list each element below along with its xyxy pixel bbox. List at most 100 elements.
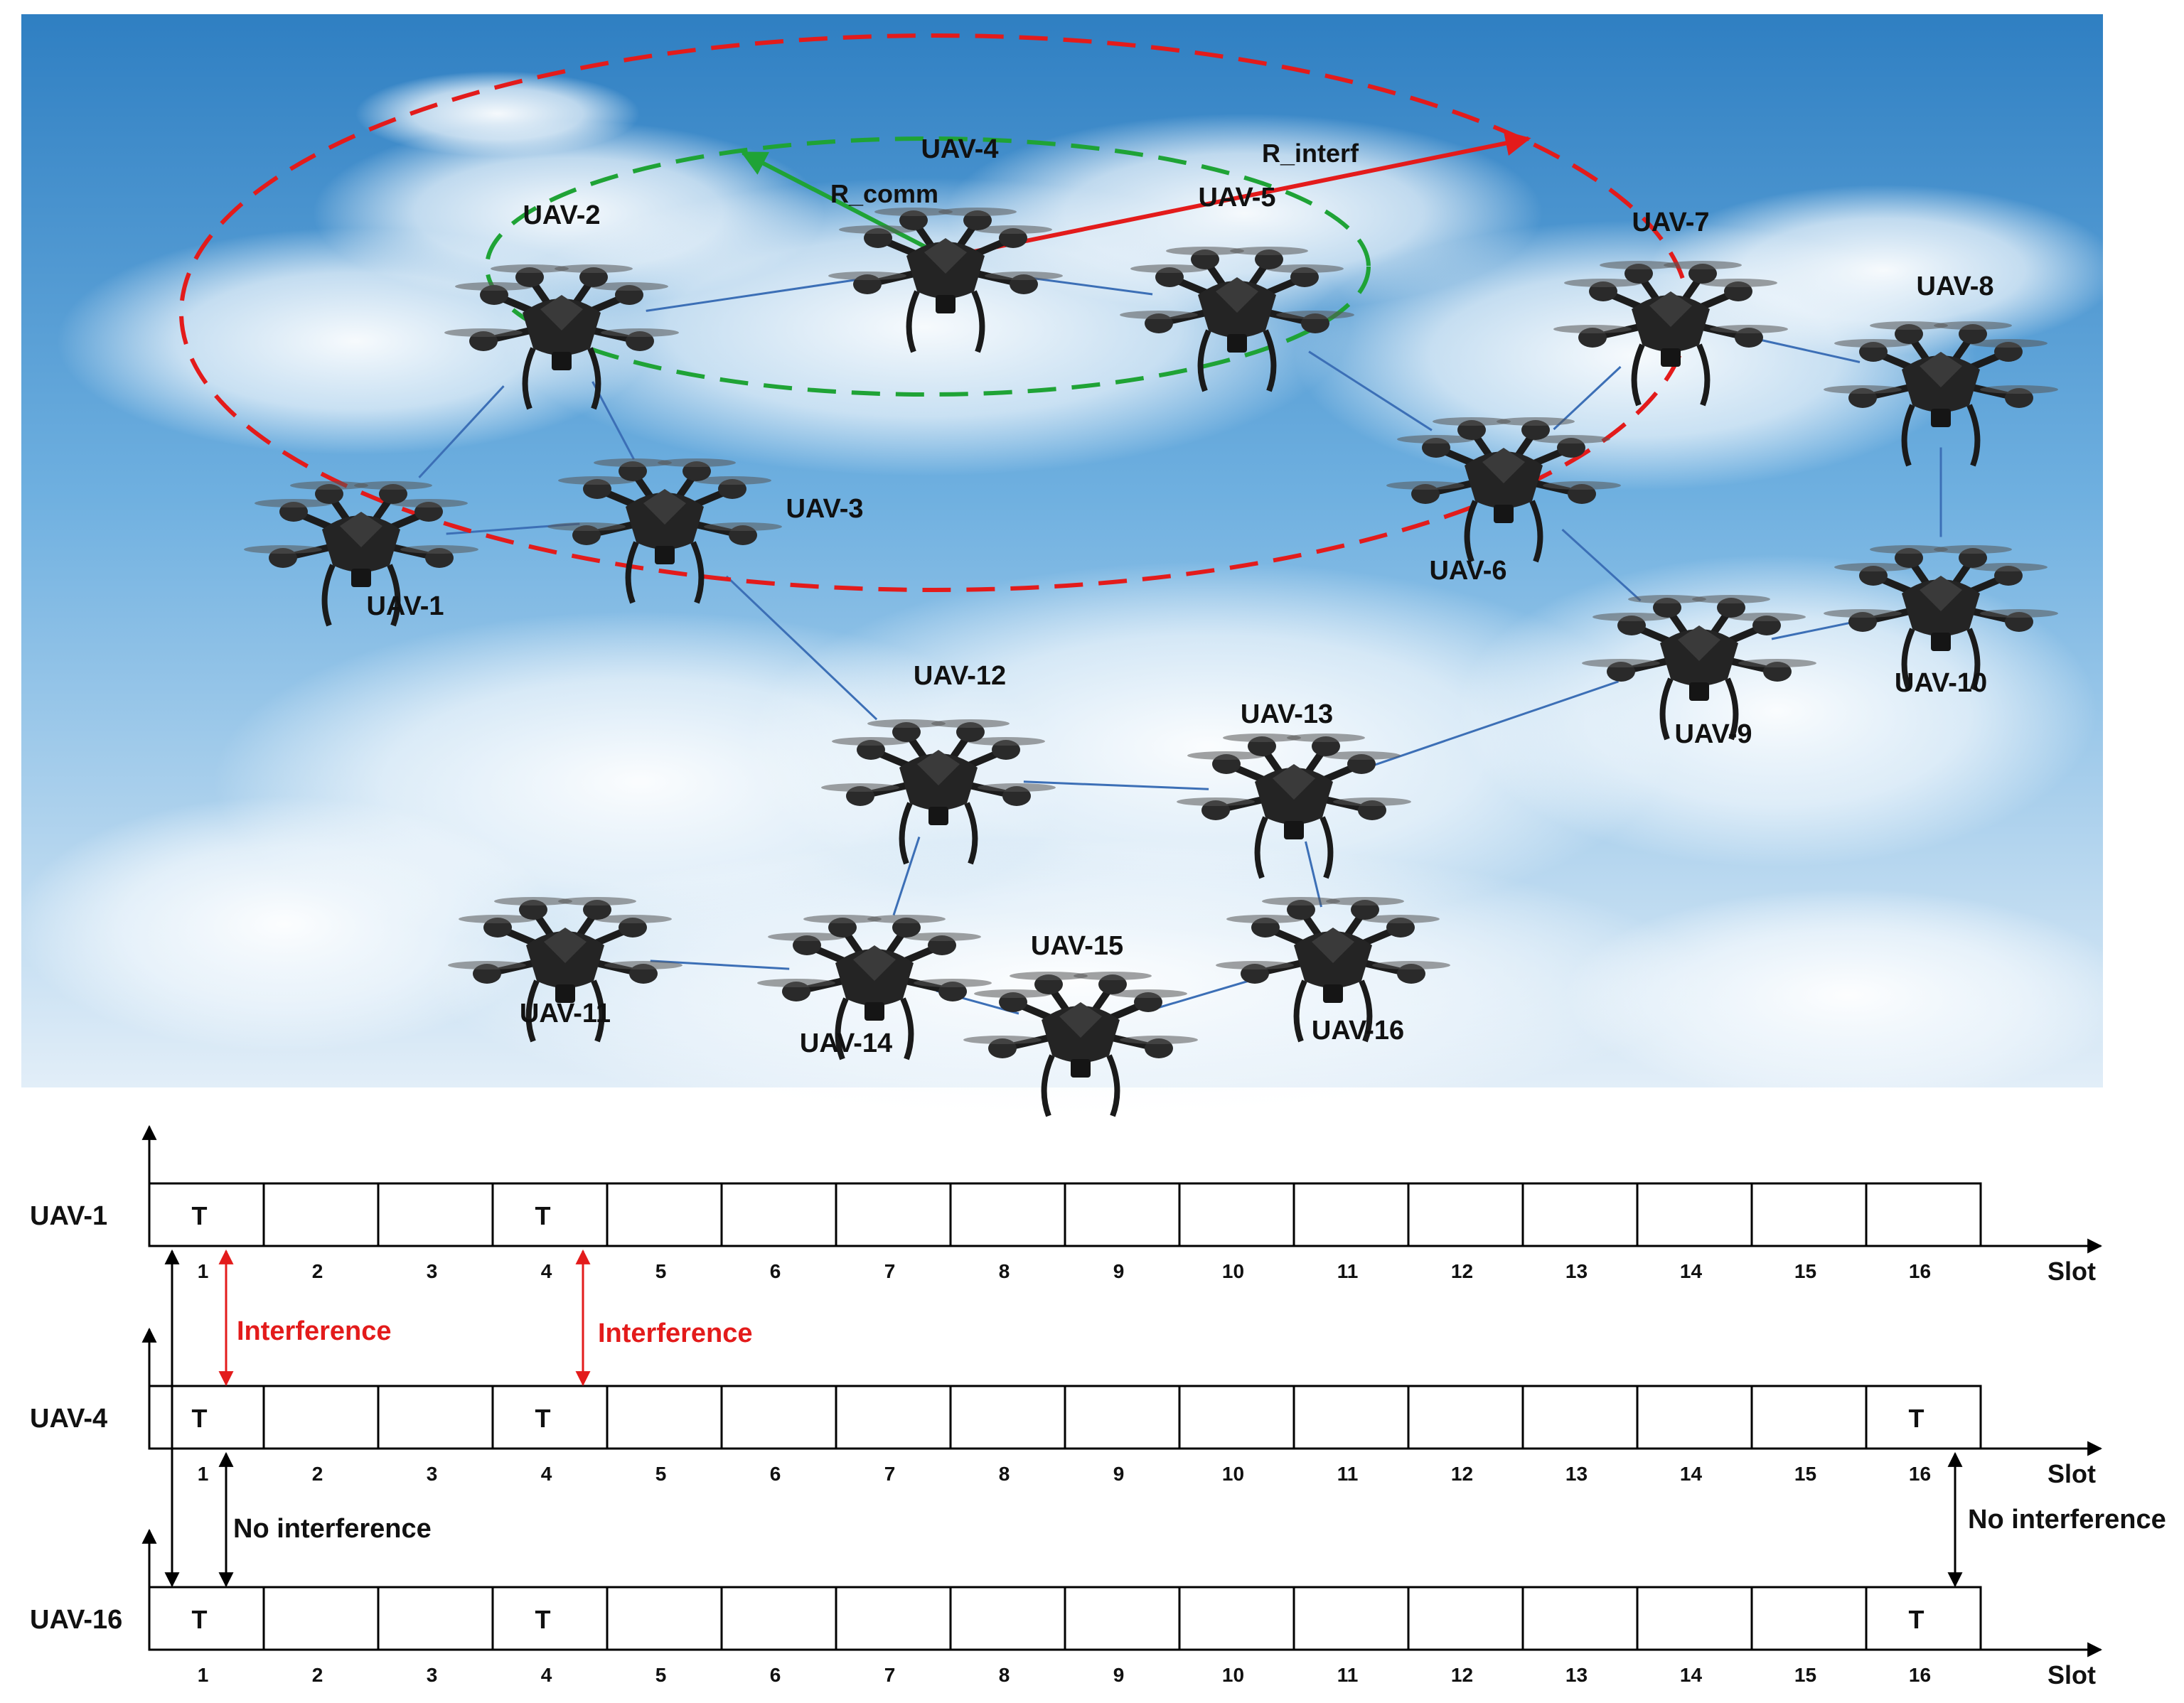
drone-icon-uav-3	[547, 458, 782, 604]
link-uav-13-uav-16	[1305, 841, 1322, 908]
slot-cell-5	[606, 1586, 723, 1651]
drone-icon-uav-4	[828, 208, 1063, 353]
slot-cell-11	[1292, 1385, 1410, 1450]
slot-number: 11	[1337, 1664, 1359, 1686]
slot-cell-4	[491, 1586, 609, 1651]
communication-links	[418, 276, 1942, 1015]
slot-cell-13	[1521, 1586, 1639, 1651]
link-uav-2-uav-4	[646, 278, 862, 312]
slot-cell-14	[1636, 1586, 1753, 1651]
slot-number: 15	[1794, 1463, 1816, 1485]
slot-cell-8	[949, 1182, 1066, 1247]
drone-icon-uav-1	[244, 481, 478, 627]
link-uav-1-uav-2	[418, 385, 505, 478]
slot-number: 1	[198, 1260, 209, 1282]
slot-number: 10	[1222, 1664, 1244, 1686]
drone-icon-uav-9	[1582, 595, 1816, 741]
uav-label-uav-6: UAV-6	[1429, 556, 1506, 586]
slot-cell-6	[720, 1182, 837, 1247]
drone-icon-uav-5	[1120, 247, 1354, 392]
slot-number: 12	[1451, 1463, 1473, 1485]
slot-cell-13	[1521, 1182, 1639, 1247]
uav-label-uav-14: UAV-14	[800, 1028, 892, 1058]
slot-number: 12	[1451, 1260, 1473, 1282]
uav-nodes	[244, 208, 2058, 1117]
uav-label-uav-7: UAV-7	[1632, 208, 1709, 237]
slot-number: 3	[427, 1664, 438, 1686]
slot-cell-2	[262, 1385, 380, 1450]
slot-number: 15	[1794, 1260, 1816, 1282]
slot-cell-10	[1178, 1385, 1295, 1450]
r-interf-arrow	[945, 130, 1531, 259]
slot-cell-9	[1064, 1182, 1181, 1247]
link-uav-13-uav-9	[1374, 680, 1619, 766]
link-uav-15-uav-16	[1156, 977, 1258, 1009]
slot-number: 8	[999, 1463, 1010, 1485]
slot-cell-15	[1750, 1586, 1868, 1651]
transmit-mark-slot-1: T	[192, 1201, 208, 1230]
slot-cell-13	[1521, 1385, 1639, 1450]
no-interference-label-slot-16: No interference	[1968, 1505, 2166, 1535]
slot-cell-6	[720, 1385, 837, 1450]
drone-icon-uav-15	[963, 972, 1198, 1117]
link-uav-12-uav-14	[892, 837, 921, 915]
slot-number: 10	[1222, 1260, 1244, 1282]
slot-number: 2	[312, 1463, 323, 1485]
slot-cell-16	[1865, 1182, 1982, 1247]
uav-labels: UAV-1UAV-2UAV-3UAV-4UAV-5UAV-6UAV-7UAV-8…	[366, 134, 1993, 1058]
drone-icon-uav-11	[448, 897, 682, 1043]
link-uav-6-uav-9	[1561, 528, 1642, 602]
transmit-mark-slot-16: T	[1909, 1404, 1925, 1433]
slot-number: 6	[770, 1463, 781, 1485]
slot-cell-9	[1064, 1586, 1181, 1651]
slot-axis-label: Slot	[2048, 1257, 2096, 1286]
slot-number: 13	[1565, 1260, 1588, 1282]
slot-number: 5	[655, 1260, 667, 1282]
slot-cell-4	[491, 1182, 609, 1247]
interference-label-slot-4: Interference	[598, 1318, 753, 1348]
slot-cell-14	[1636, 1385, 1753, 1450]
slot-cell-9	[1064, 1385, 1181, 1450]
link-uav-7-uav-8	[1751, 337, 1861, 363]
slot-cell-12	[1407, 1586, 1524, 1651]
transmit-mark-slot-16: T	[1909, 1605, 1925, 1634]
slot-number: 12	[1451, 1664, 1473, 1686]
slot-cell-10	[1178, 1586, 1295, 1651]
slot-cell-12	[1407, 1182, 1524, 1247]
slot-cell-8	[949, 1586, 1066, 1651]
uav-label-uav-2: UAV-2	[523, 200, 600, 230]
transmit-mark-slot-1: T	[192, 1605, 208, 1634]
transmit-mark-slot-1: T	[192, 1404, 208, 1433]
slot-cell-16	[1865, 1586, 1982, 1651]
link-uav-5-uav-6	[1308, 350, 1433, 431]
slot-number: 9	[1113, 1463, 1125, 1485]
drone-icon-uav-12	[821, 719, 1056, 865]
slot-number: 5	[655, 1463, 667, 1485]
no-interference-label-slot-1: No interference	[233, 1514, 432, 1544]
slot-number: 8	[999, 1260, 1010, 1282]
slot-number: 7	[884, 1260, 896, 1282]
uav-label-uav-4: UAV-4	[921, 134, 998, 164]
slot-cell-7	[835, 1182, 952, 1247]
slot-number: 4	[541, 1463, 552, 1485]
slot-cell-15	[1750, 1182, 1868, 1247]
slot-number: 16	[1909, 1664, 1931, 1686]
slot-cell-5	[606, 1182, 723, 1247]
timing-row-label: UAV-4	[30, 1404, 107, 1434]
slot-number: 4	[541, 1260, 552, 1282]
slot-number: 16	[1909, 1260, 1931, 1282]
uav-label-uav-12: UAV-12	[914, 661, 1006, 691]
timing-row-label: UAV-16	[30, 1605, 122, 1635]
slot-cell-2	[262, 1586, 380, 1651]
slot-cell-14	[1636, 1182, 1753, 1247]
slot-number: 3	[427, 1463, 438, 1485]
slot-cell-3	[377, 1182, 494, 1247]
slot-cell-7	[835, 1586, 952, 1651]
slot-number: 14	[1680, 1260, 1703, 1282]
drone-icon-uav-6	[1386, 417, 1621, 563]
slot-number: 9	[1113, 1664, 1125, 1686]
slot-cell-6	[720, 1586, 837, 1651]
